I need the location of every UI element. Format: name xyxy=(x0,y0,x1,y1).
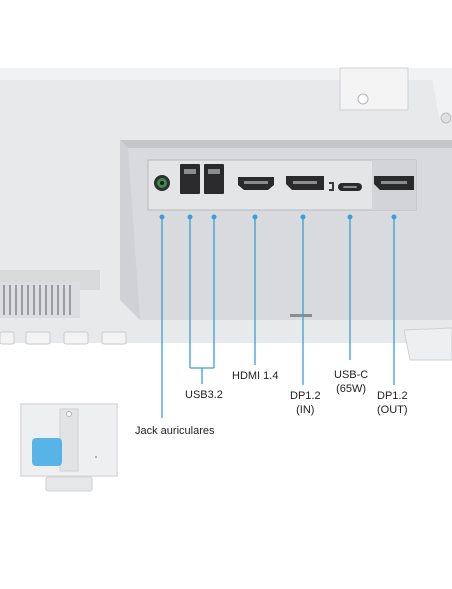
zoom-highlight xyxy=(32,438,62,466)
usb-port-1 xyxy=(180,164,200,194)
label-headphone-jack: Jack auriculares xyxy=(135,425,215,437)
label-hdmi: HDMI 1.4 xyxy=(232,370,279,382)
label-dp-in: DP1.2 (IN) xyxy=(290,390,321,416)
label-usb32: USB3.2 xyxy=(185,389,223,401)
vent-grille xyxy=(0,282,80,318)
callout-lines xyxy=(159,214,397,418)
dp-icon xyxy=(329,182,334,191)
monitor-thumbnail xyxy=(20,403,118,492)
usb-port-2 xyxy=(204,164,224,194)
headphone-jack xyxy=(154,175,170,191)
label-dp-out: DP1.2 (OUT) xyxy=(377,390,408,416)
dp-in-port xyxy=(286,176,324,190)
hdmi-port xyxy=(238,177,274,190)
dp-out-port xyxy=(374,176,414,190)
bezel-tabs xyxy=(0,331,127,345)
label-usb-c: USB-C (65W) xyxy=(334,369,369,395)
usb-c-port xyxy=(338,183,362,191)
stand-neck xyxy=(339,67,409,111)
